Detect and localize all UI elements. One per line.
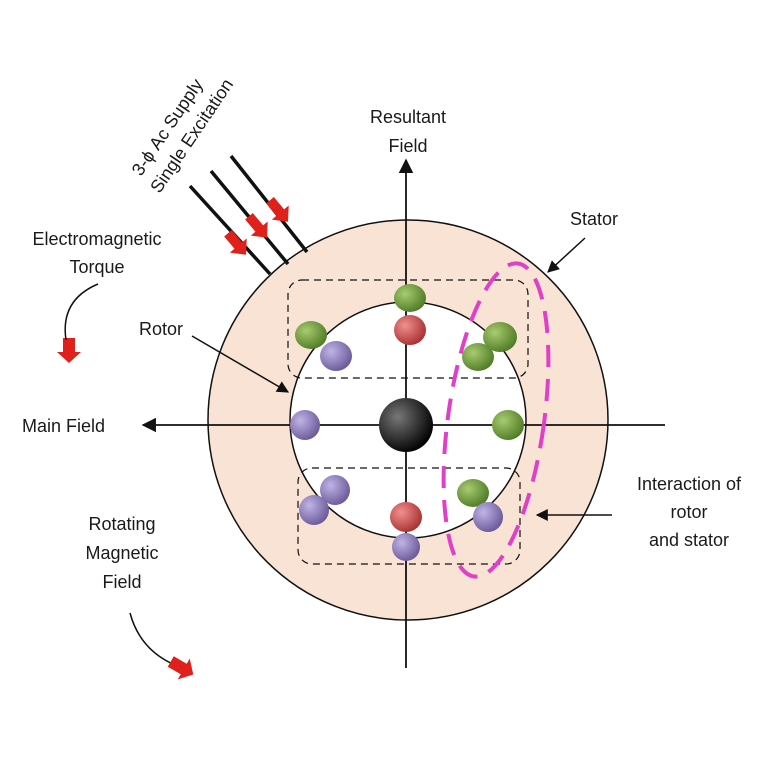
rotating-field-label-line3: Field xyxy=(102,572,141,592)
purple-conductor xyxy=(320,475,350,505)
supply-line xyxy=(188,184,272,276)
resultant-field-label-line2: Field xyxy=(388,136,427,156)
green-conductor xyxy=(295,321,327,349)
interaction-ellipse xyxy=(441,261,551,579)
torque-arrow-icon xyxy=(57,338,81,363)
rotating-field-arrow-icon xyxy=(167,656,194,680)
supply-current-arrow xyxy=(245,213,268,238)
supply-label: 3-ϕ Ac Supply Single Excitation xyxy=(128,75,237,197)
interaction-label-line1: Interaction of xyxy=(637,474,742,494)
rotating-field-label-line1: Rotating xyxy=(88,514,155,534)
lower-coil-group-box xyxy=(297,467,521,565)
purple-conductor xyxy=(299,495,329,525)
green-conductor xyxy=(483,322,517,352)
resultant-field-label-line1: Resultant xyxy=(370,107,446,127)
purple-conductor xyxy=(290,410,320,440)
rotor-pointer-arrow xyxy=(191,335,290,393)
upper-coil-group-box xyxy=(287,279,529,379)
em-torque-label-line1: Electromagnetic xyxy=(32,229,161,249)
green-conductor xyxy=(394,284,426,312)
torque-curve xyxy=(64,283,99,341)
purple-conductor xyxy=(392,533,420,561)
supply-current-arrow xyxy=(224,230,247,255)
purple-conductor xyxy=(473,502,503,532)
supply-current-arrow xyxy=(266,197,289,222)
stator-pointer-arrow xyxy=(547,237,586,273)
green-conductor xyxy=(457,479,489,507)
em-torque-label-line2: Torque xyxy=(69,257,124,277)
red-conductor xyxy=(394,315,426,345)
interaction-label-line2: rotor xyxy=(670,502,707,522)
stator-label: Stator xyxy=(570,209,618,229)
green-conductor xyxy=(462,343,494,371)
interaction-label-line3: and stator xyxy=(649,530,729,550)
red-conductor xyxy=(390,502,422,532)
shaft xyxy=(379,398,433,452)
purple-conductor xyxy=(320,341,352,371)
main-field-label: Main Field xyxy=(22,416,105,436)
rotating-field-curve xyxy=(129,612,176,666)
rotor-label: Rotor xyxy=(139,319,183,339)
green-conductor xyxy=(492,410,524,440)
rotating-field-label-line2: Magnetic xyxy=(85,543,158,563)
